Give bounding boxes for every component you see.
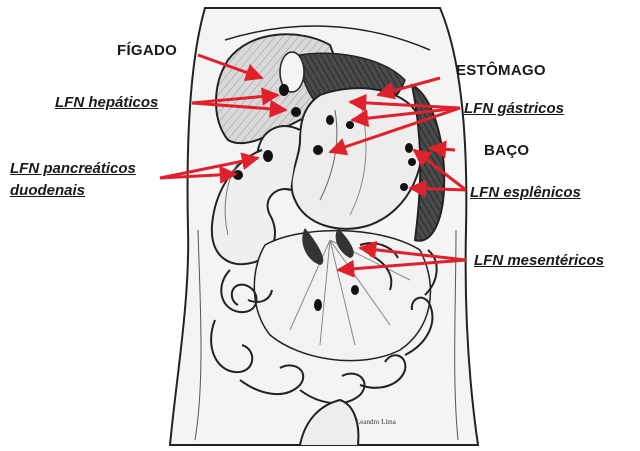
label-lfn-gastricos: LFN gástricos: [464, 100, 564, 118]
label-lfn-hepaticos: LFN hepáticos: [55, 94, 158, 112]
artist-signature: Leandro Lima: [356, 418, 396, 426]
label-estomago: ESTÔMAGO: [456, 62, 546, 80]
label-lfn-mesentericos: LFN mesentéricos: [474, 252, 604, 270]
label-lfn-pancreaticos: LFN pancreáticos: [10, 160, 136, 178]
label-figado: FÍGADO: [117, 42, 177, 60]
mesentery-shape: [254, 228, 430, 361]
label-duodenais: duodenais: [10, 182, 85, 200]
label-lfn-esplenicos: LFN esplênicos: [470, 184, 581, 202]
label-baco: BAÇO: [484, 142, 529, 160]
